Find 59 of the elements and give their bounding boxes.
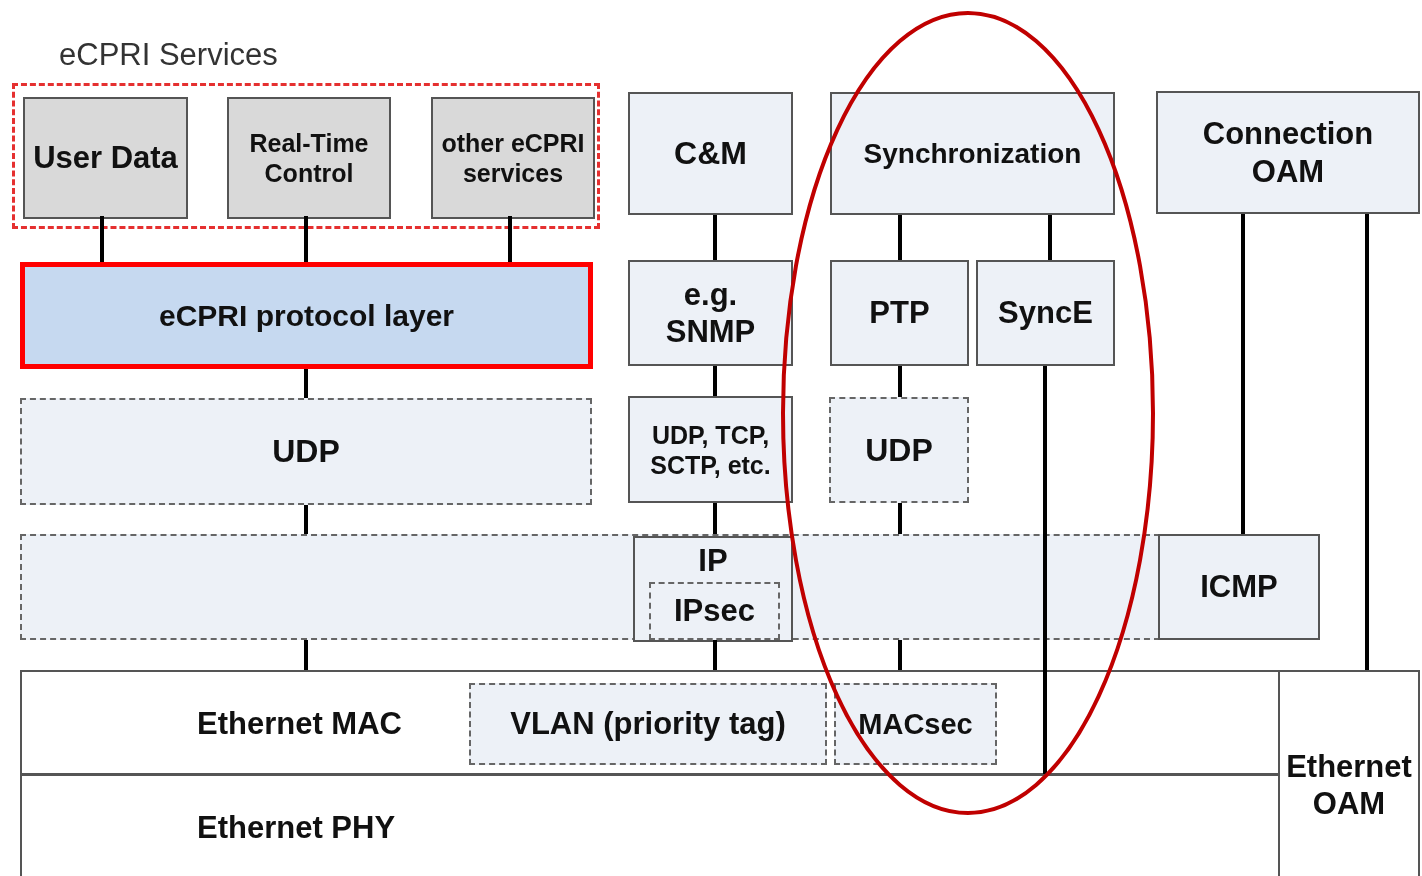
box-label: UDP <box>864 430 934 470</box>
box-label: VLAN (priority tag) <box>509 705 787 743</box>
box-label: IPsec <box>673 592 756 630</box>
box-label: Connection OAM <box>1201 115 1375 190</box>
protocol-box <box>976 260 1115 366</box>
box-label: Synchronization <box>862 136 1083 171</box>
protocol-box <box>829 397 969 503</box>
box-label: UDP <box>271 432 341 471</box>
protocol-box <box>1156 91 1420 214</box>
connector-line <box>1048 215 1052 260</box>
protocol-layer-box <box>20 262 593 369</box>
protocol-box <box>628 260 793 366</box>
box-label: Real-Time Control <box>248 128 370 188</box>
box-label: other eCPRI services <box>440 128 586 188</box>
connector-line <box>1241 214 1245 534</box>
box-label: ICMP <box>1199 568 1279 606</box>
protocol-box <box>628 396 793 503</box>
layer-box <box>20 670 1280 775</box>
service-box <box>23 97 188 219</box>
protocol-box <box>633 536 793 642</box>
protocol-box <box>628 92 793 215</box>
connector-line <box>304 640 308 670</box>
service-box <box>227 97 391 219</box>
box-label: C&M <box>673 134 748 173</box>
connector-line <box>898 215 902 260</box>
box-label: Ethernet PHY <box>197 809 396 847</box>
connector-line <box>304 369 308 398</box>
protocol-box <box>830 260 969 366</box>
protocol-box <box>1158 534 1320 640</box>
box-label: UDP, TCP, SCTP, etc. <box>649 419 772 480</box>
layer-box <box>20 774 1280 876</box>
layer-band <box>20 534 1160 640</box>
protocol-box <box>830 92 1115 215</box>
connector-line <box>713 640 717 670</box>
box-label: Ethernet OAM <box>1285 747 1413 823</box>
box-label: Ethernet MAC <box>197 705 402 743</box>
protocol-box <box>20 398 592 505</box>
connector-line <box>713 366 717 396</box>
connector-line <box>1043 366 1047 774</box>
layer-box <box>1278 670 1420 876</box>
box-label: e.g. SNMP <box>664 275 757 351</box>
connector-line <box>898 640 902 670</box>
box-label: IP <box>697 542 729 580</box>
protocol-box <box>834 683 997 765</box>
protocol-box <box>649 582 780 640</box>
connector-line <box>1365 214 1369 670</box>
protocol-box <box>469 683 827 765</box>
service-box <box>431 97 595 219</box>
connector-line <box>713 503 717 534</box>
box-label: eCPRI protocol layer <box>157 297 456 334</box>
connector-line <box>304 505 308 534</box>
connector-line <box>713 215 717 260</box>
group-title: eCPRI Services <box>59 36 278 74</box>
connector-line <box>898 366 902 397</box>
connector-line <box>898 503 902 534</box>
box-label: PTP <box>868 294 931 332</box>
box-label: SyncE <box>997 294 1094 332</box>
box-label: User Data <box>32 139 179 177</box>
box-label: MACsec <box>857 706 974 742</box>
